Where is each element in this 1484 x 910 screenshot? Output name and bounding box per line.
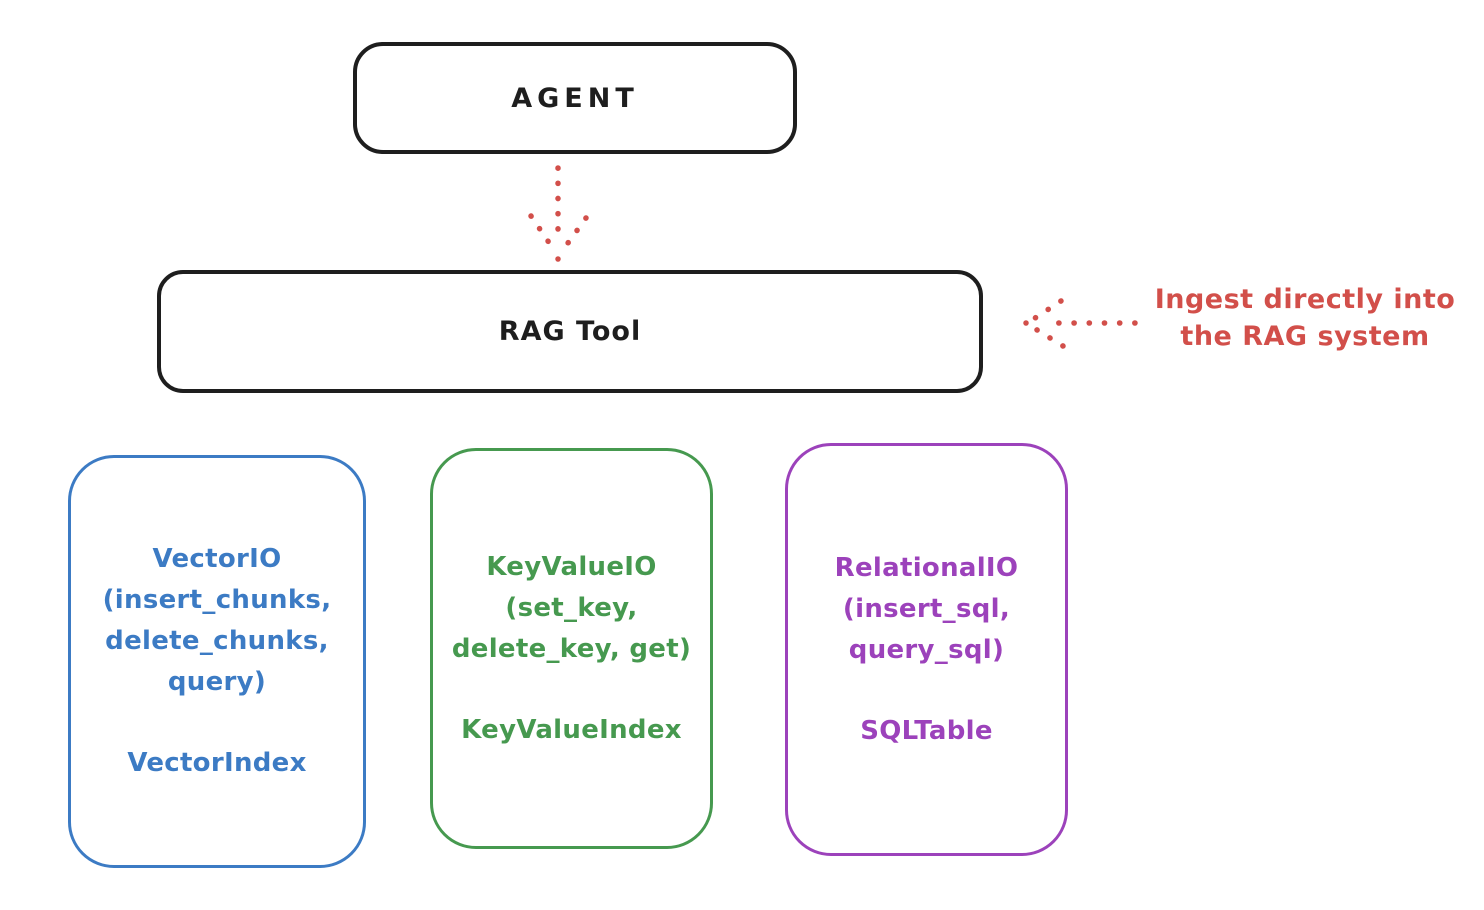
- arrow-head-right: [557, 215, 589, 257]
- ingest-arrow-icon: [1023, 298, 1138, 349]
- arrow-head-left: [528, 213, 559, 256]
- module-title: RelationalIO: [834, 552, 1019, 583]
- module-index-label: VectorIndex: [127, 748, 307, 778]
- module-title: VectorIO: [152, 544, 282, 574]
- rag-tool-label: RAG Tool: [498, 316, 642, 347]
- module-box-relational-io: RelationalIO (insert_sql, query_sql) SQL…: [785, 443, 1068, 856]
- agent-label: AGENT: [511, 82, 639, 114]
- module-index-label: SQLTable: [860, 715, 993, 746]
- agent-to-rag-arrow-icon: [528, 165, 589, 262]
- module-params: (insert_sql, query_sql): [842, 593, 1011, 665]
- arrow-head-top: [1026, 298, 1064, 325]
- module-box-keyvalue-io: KeyValueIO (set_key, delete_key, get) Ke…: [430, 448, 713, 849]
- module-params: (insert_chunks, delete_chunks, query): [102, 585, 332, 697]
- module-box-vector-io: VectorIO (insert_chunks, delete_chunks, …: [68, 455, 366, 868]
- module-title: KeyValueIO: [486, 551, 657, 582]
- module-params: (set_key, delete_key, get): [451, 592, 692, 664]
- agent-box: AGENT: [353, 42, 797, 154]
- ingest-annotation: Ingest directly into the RAG system: [1154, 284, 1456, 352]
- rag-tool-box: RAG Tool: [157, 270, 983, 393]
- module-index-label: KeyValueIndex: [461, 714, 682, 745]
- arrow-head-bottom: [1026, 322, 1066, 349]
